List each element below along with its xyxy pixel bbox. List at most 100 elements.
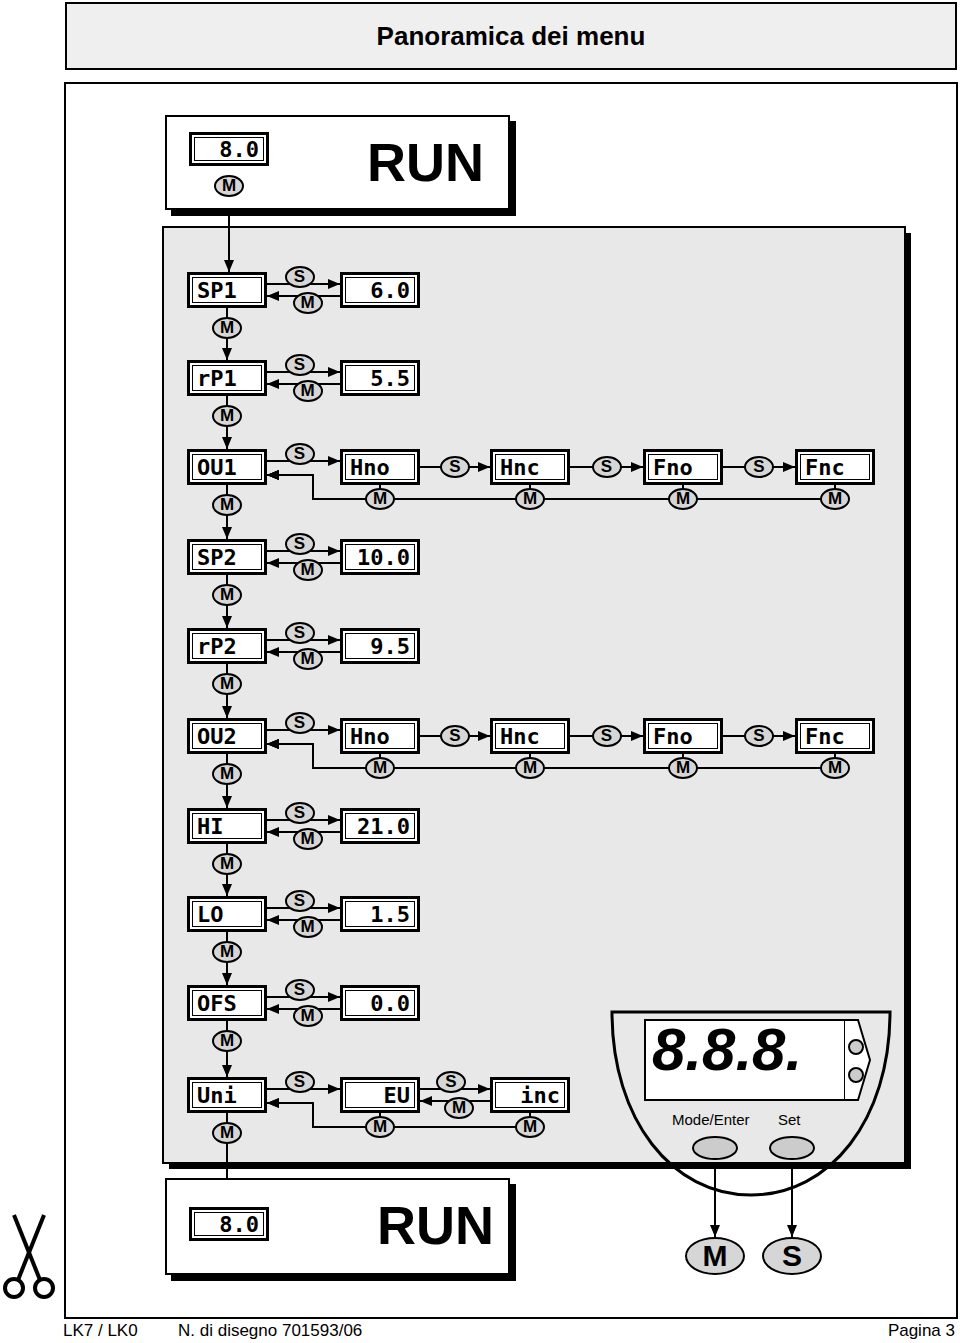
key-label: M <box>365 757 395 779</box>
key-label: S <box>744 456 774 478</box>
button-caption: Set <box>778 1112 801 1127</box>
outer-frame <box>65 83 957 1318</box>
key-label: M <box>212 494 242 516</box>
key-label: S <box>285 622 315 644</box>
node-text: 6.0 <box>370 278 410 303</box>
button-label: M <box>685 1237 745 1275</box>
node-text: LO <box>197 902 224 927</box>
lcd-display: 21.0 <box>340 808 420 844</box>
node-text: M <box>703 1239 728 1273</box>
lcd-display: 0.0 <box>340 985 420 1021</box>
node-text: 8.0 <box>219 1212 259 1237</box>
node-text: Hnc <box>500 455 540 480</box>
footer-text: LK7 / LK0 <box>63 1321 138 1341</box>
run-box: RUN 8.0 <box>165 115 510 210</box>
node-text: 5.5 <box>370 366 410 391</box>
lcd-display: 8.0 <box>189 1207 269 1241</box>
key-label: M <box>214 175 244 197</box>
node-text: 21.0 <box>357 814 410 839</box>
footer-text: Pagina 3 <box>888 1321 955 1341</box>
lcd-display: Fno <box>643 718 723 754</box>
key-label: M <box>212 405 242 427</box>
key-label: S <box>285 979 315 1001</box>
key-label: S <box>285 533 315 555</box>
key-label: M <box>365 1116 395 1138</box>
key-label: M <box>293 916 323 938</box>
node-text: RUN <box>377 1198 494 1252</box>
lcd-display: 5.5 <box>340 360 420 396</box>
lcd-display: rP1 <box>187 360 267 396</box>
lcd-display: OU2 <box>187 718 267 754</box>
node-text: Fnc <box>805 724 845 749</box>
lcd-display: Hnc <box>490 449 570 485</box>
key-label: M <box>293 292 323 314</box>
key-label: M <box>820 757 850 779</box>
key-label: S <box>285 266 315 288</box>
key-label: M <box>668 488 698 510</box>
device-front: 8.8.8.Mode/EnterSet <box>612 1010 890 1160</box>
run-box: RUN 8.0 <box>165 1178 510 1275</box>
key-label: S <box>440 725 470 747</box>
node-text: Fno <box>653 455 693 480</box>
key-label: S <box>744 725 774 747</box>
node-text: OFS <box>197 991 237 1016</box>
key-label: S <box>592 725 622 747</box>
node-text: 10.0 <box>357 545 410 570</box>
lcd-display: EU <box>340 1077 420 1113</box>
node-text: rP2 <box>197 634 237 659</box>
display-window <box>645 1020 845 1100</box>
node-text: OU2 <box>197 724 237 749</box>
key-label: S <box>592 456 622 478</box>
button-mode <box>693 1137 737 1159</box>
lcd-display: SP2 <box>187 539 267 575</box>
key-label: M <box>212 1030 242 1052</box>
key-label: M <box>515 1116 545 1138</box>
node-text: 8.0 <box>219 137 259 162</box>
menu-panel <box>163 227 905 1163</box>
scissors-icon <box>5 1215 53 1297</box>
node-text: SP1 <box>197 278 237 303</box>
lcd-display: Hno <box>340 718 420 754</box>
lcd-display: 10.0 <box>340 539 420 575</box>
lcd-display: Hno <box>340 449 420 485</box>
menu-arrow <box>267 475 683 499</box>
node-text: rP1 <box>197 366 237 391</box>
lcd-display: Fnc <box>795 718 875 754</box>
key-label: S <box>285 354 315 376</box>
lcd-display: 9.5 <box>340 628 420 664</box>
lcd-display: OFS <box>187 985 267 1021</box>
key-label: M <box>293 1005 323 1027</box>
display-digits: 8.8.8. <box>652 1020 802 1080</box>
key-label: M <box>293 559 323 581</box>
key-label: M <box>212 673 242 695</box>
lcd-display: SP1 <box>187 272 267 308</box>
lcd-display: 8.0 <box>189 132 269 166</box>
key-label: M <box>820 488 850 510</box>
led <box>849 1040 863 1054</box>
key-label: M <box>293 648 323 670</box>
lcd-display: HI <box>187 808 267 844</box>
key-label: M <box>515 757 545 779</box>
node-text: HI <box>197 814 224 839</box>
lcd-display: Hnc <box>490 718 570 754</box>
key-label: M <box>293 828 323 850</box>
lcd-display: rP2 <box>187 628 267 664</box>
key-label: M <box>668 757 698 779</box>
key-label: S <box>285 802 315 824</box>
key-label: S <box>285 712 315 734</box>
lcd-display: Fnc <box>795 449 875 485</box>
key-label: M <box>515 488 545 510</box>
node-text: RUN <box>367 135 484 189</box>
lcd-display: 6.0 <box>340 272 420 308</box>
node-text: OU1 <box>197 455 237 480</box>
lcd-display: LO <box>187 896 267 932</box>
node-text: S <box>782 1239 802 1273</box>
menu-arrow <box>267 744 683 768</box>
key-label: S <box>285 1071 315 1093</box>
node-text: Hno <box>350 455 390 480</box>
button-set <box>770 1137 814 1159</box>
key-label: M <box>212 1122 242 1144</box>
key-label: M <box>293 380 323 402</box>
led-frame <box>845 1020 870 1100</box>
